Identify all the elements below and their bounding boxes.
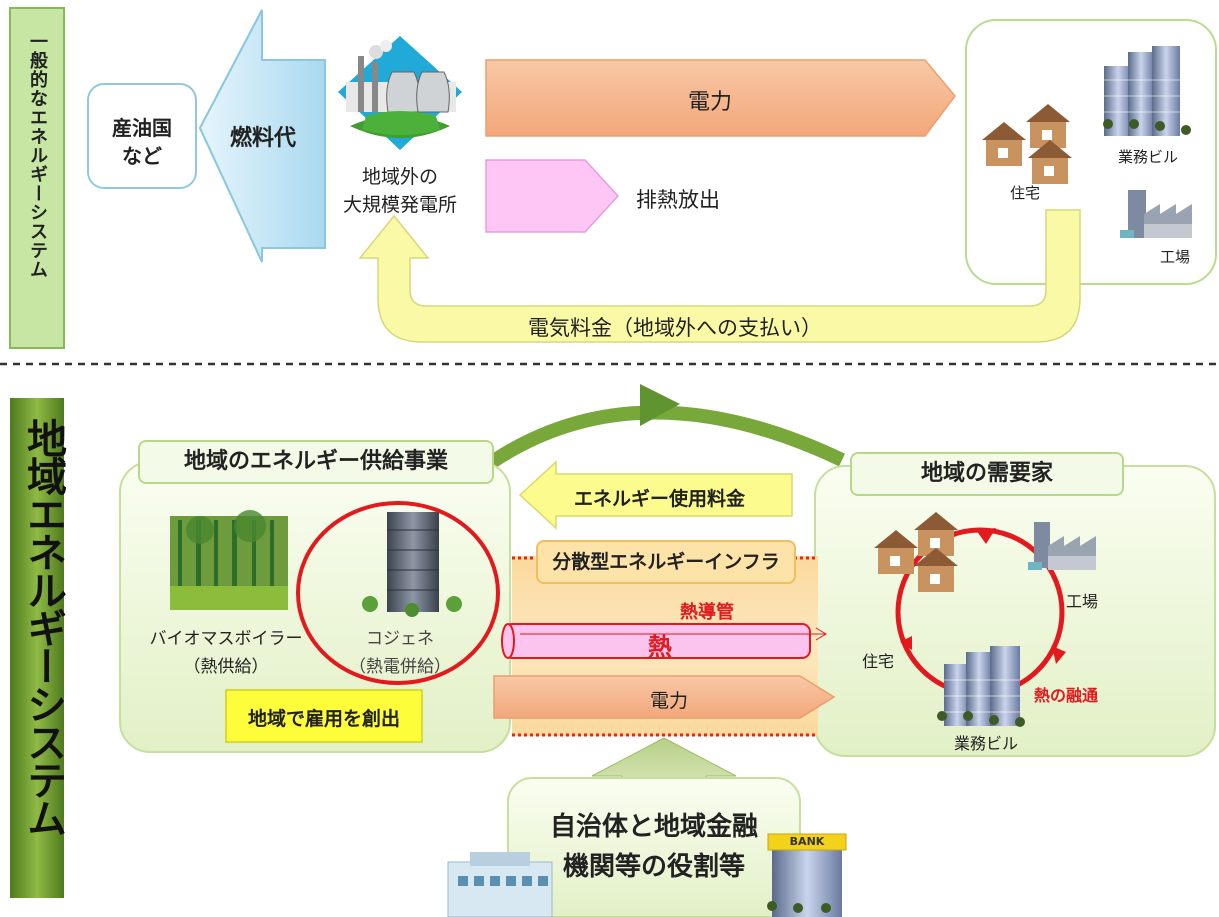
electricity-label-bottom: 電力 [650, 690, 689, 712]
oil-country-label-2: など [122, 144, 162, 168]
electricity-arrow [485, 59, 956, 137]
electricity-arrow-bottom [493, 675, 836, 719]
factory-icon-top [1120, 190, 1192, 238]
top-side-label-box [9, 7, 65, 349]
municipal-building-icon [447, 852, 553, 917]
roles-label-2: 機関等の役割等 [562, 852, 745, 882]
jobs-box [225, 689, 423, 743]
consumers-title: 地域の需要家 [850, 452, 1124, 496]
top-side-label: 一般的なエネルギーシステム [27, 32, 48, 279]
electricity-label-top: 電力 [688, 90, 733, 115]
cogeneration-building-icon [362, 512, 462, 617]
bottom-side-label: 地域エネルギーシステム [20, 418, 66, 836]
power-plant-icon [338, 36, 462, 150]
waste-heat-arrow [485, 159, 620, 233]
energy-fee-arrow [518, 460, 793, 530]
office-buildings-icon-top [1103, 46, 1191, 136]
oil-country-label-1: 産油国 [112, 116, 172, 140]
plant-label-2: 大規模発電所 [342, 194, 457, 216]
electric-fee-label: 電気料金（地域外への支払い） [528, 316, 822, 340]
cogen-label-2: （熱電併給） [349, 657, 451, 677]
biomass-label-1: バイオマスボイラー [149, 629, 303, 649]
heat-pipe-label: 熱導管 [680, 602, 734, 623]
roles-label-1: 自治体と地域金融 [549, 812, 758, 842]
fuel-cost-label: 燃料代 [230, 126, 297, 151]
bank-icon [767, 833, 847, 917]
housing-label-top: 住宅 [1010, 184, 1041, 202]
return-curve-arrow [488, 405, 846, 468]
heat-exchange-label: 熱の融通 [1034, 686, 1099, 705]
houses-icon-bottom [874, 512, 958, 592]
office-buildings-icon-bottom [937, 646, 1025, 727]
oil-country-box [87, 83, 197, 189]
waste-heat-label: 排熱放出 [636, 188, 720, 212]
supply-business-title: 地域のエネルギー供給事業 [138, 440, 494, 484]
office-label-top: 業務ビル [1118, 148, 1179, 166]
infra-label: 分散型エネルギーインフラ [536, 540, 796, 584]
electric-fee-arrow [358, 209, 1081, 343]
bank-label: BANK [789, 835, 825, 848]
cogen-label-1: コジェネ [366, 629, 434, 649]
energy-fee-label: エネルギー使用料金 [574, 488, 746, 510]
factory-label-bottom: 工場 [1066, 592, 1099, 611]
housing-label-bottom: 住宅 [862, 652, 895, 671]
biomass-label-2: （熱供給） [183, 657, 269, 677]
forest-icon [170, 510, 288, 610]
heat-label: 熱 [648, 633, 672, 661]
plant-label-1: 地域外の [361, 166, 438, 188]
cogeneration-highlight-circle [296, 501, 500, 685]
office-label-bottom: 業務ビル [954, 734, 1019, 753]
factory-icon-bottom [1028, 522, 1096, 570]
houses-icon-top [982, 104, 1072, 184]
bottom-side-label-box [10, 398, 64, 898]
factory-label-top: 工場 [1160, 248, 1191, 266]
jobs-label: 地域で雇用を創出 [247, 708, 400, 730]
